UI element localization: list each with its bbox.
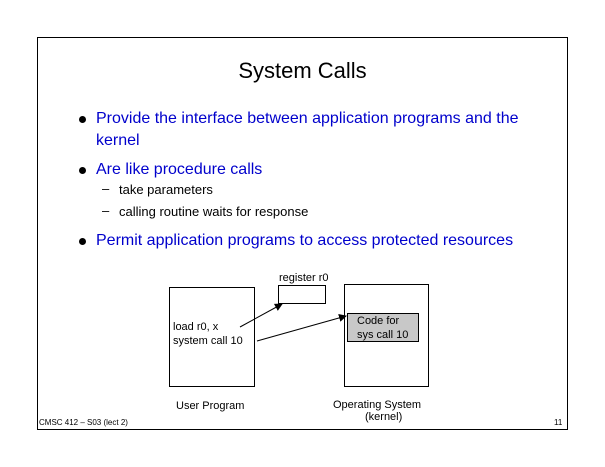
user-program-label: User Program: [176, 400, 245, 412]
subbullet-1: take parameters: [119, 182, 213, 197]
slide-frame: [37, 37, 568, 430]
subbullet-dash-1: –: [102, 181, 110, 196]
bullet-dot-2: [79, 167, 86, 174]
os-code-line-2: sys call 10: [357, 329, 409, 341]
os-label-line-1: Operating System: [333, 399, 422, 411]
subbullet-2: calling routine waits for response: [119, 204, 309, 219]
os-code-line-1: Code for: [357, 315, 400, 327]
user-code-line-2: system call 10: [173, 335, 243, 347]
user-code-line-1: load r0, x: [173, 321, 219, 333]
footer-course: CMSC 412 – S03 (lect 2): [39, 418, 128, 427]
syscall-code-box: [347, 313, 419, 342]
register-box: [278, 285, 326, 304]
register-label: register r0: [279, 272, 329, 284]
slide-title: System Calls: [238, 58, 367, 83]
bullet-2: Are like procedure calls: [96, 161, 263, 178]
subbullet-dash-2: –: [102, 203, 110, 218]
bullet-dot-3: [79, 238, 86, 245]
page-number: 11: [554, 418, 563, 427]
bullet-dot-1: [79, 116, 86, 123]
bullet-1: Provide the interface between applicatio…: [96, 110, 519, 149]
bullet-3: Permit application programs to access pr…: [96, 232, 514, 249]
os-label-line-2: (kernel): [365, 411, 403, 423]
